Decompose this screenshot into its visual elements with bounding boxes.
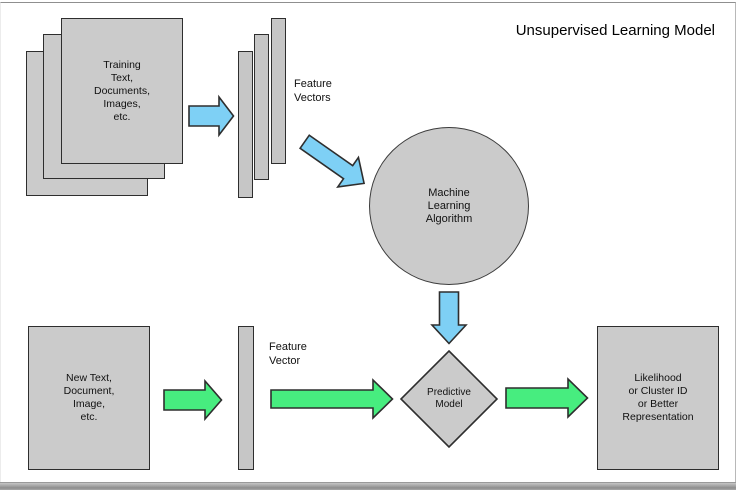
output-label: Likelihood or Cluster ID or Better Repre… (622, 372, 694, 423)
feature-vectors-bar-front (238, 51, 253, 198)
arrow-input-to-vector-icon (163, 378, 223, 422)
feature-vector-bar (238, 326, 254, 470)
feature-vectors-bar-back (271, 18, 286, 164)
new-input-label: New Text, Document, Image, etc. (63, 372, 115, 423)
feature-vectors-label: Feature Vectors (294, 78, 332, 104)
window-bottom-edge (0, 482, 736, 490)
feature-vector-label: Feature Vector (269, 341, 307, 367)
predictive-model-node (399, 349, 499, 449)
arrow-algorithm-to-model-icon (430, 291, 468, 345)
arrow-model-to-output-icon (505, 377, 589, 419)
output-node: Likelihood or Cluster ID or Better Repre… (597, 326, 719, 470)
feature-vectors-bar-middle (254, 34, 269, 180)
arrow-vector-to-model-icon (270, 378, 394, 420)
new-input-node: New Text, Document, Image, etc. (28, 326, 150, 470)
training-docs-label: Training Text, Documents, Images, etc. (93, 58, 151, 123)
arrow-features-to-algorithm-icon (298, 134, 372, 188)
training-docs-node: Training Text, Documents, Images, etc. (61, 18, 183, 164)
arrow-training-to-features-icon (188, 94, 235, 138)
ml-algorithm-node: Machine Learning Algorithm (369, 127, 529, 285)
page-title: Unsupervised Learning Model (515, 22, 715, 39)
